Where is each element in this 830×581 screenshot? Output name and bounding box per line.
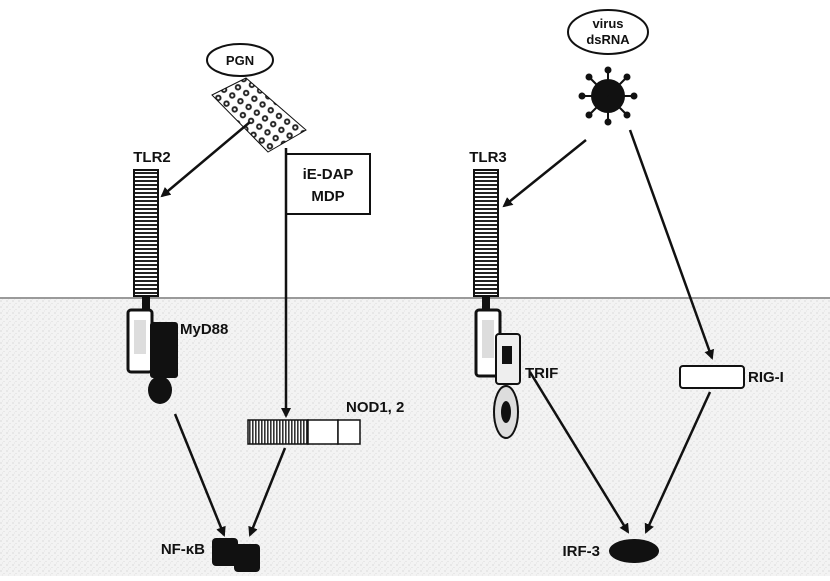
virus-particle-icon: [579, 67, 638, 126]
virus-label-line1: virus: [592, 16, 623, 31]
myd88-label: MyD88: [180, 321, 228, 338]
nod-label: NOD1, 2: [346, 399, 404, 416]
rig-i-label: RIG-I: [748, 369, 784, 386]
arrow-virus-to-tlr3: [504, 140, 586, 206]
mdp-label: MDP: [311, 188, 344, 205]
irf3-label: IRF-3: [563, 543, 601, 560]
ie-dap-mdp-box: [286, 154, 370, 214]
pgn-label: PGN: [226, 53, 254, 68]
nod-receptor: [248, 420, 360, 444]
tlr2-label: TLR2: [133, 149, 171, 166]
rig-i-receptor: [680, 366, 744, 388]
tlr3-label: TLR3: [469, 149, 507, 166]
virus-label-line2: dsRNA: [586, 32, 630, 47]
arrow-pgn-to-tlr2: [162, 122, 250, 196]
ie-dap-label: iE-DAP: [303, 166, 354, 183]
irf3-complex: [609, 539, 659, 563]
nfkb-label: NF-κB: [161, 541, 205, 558]
